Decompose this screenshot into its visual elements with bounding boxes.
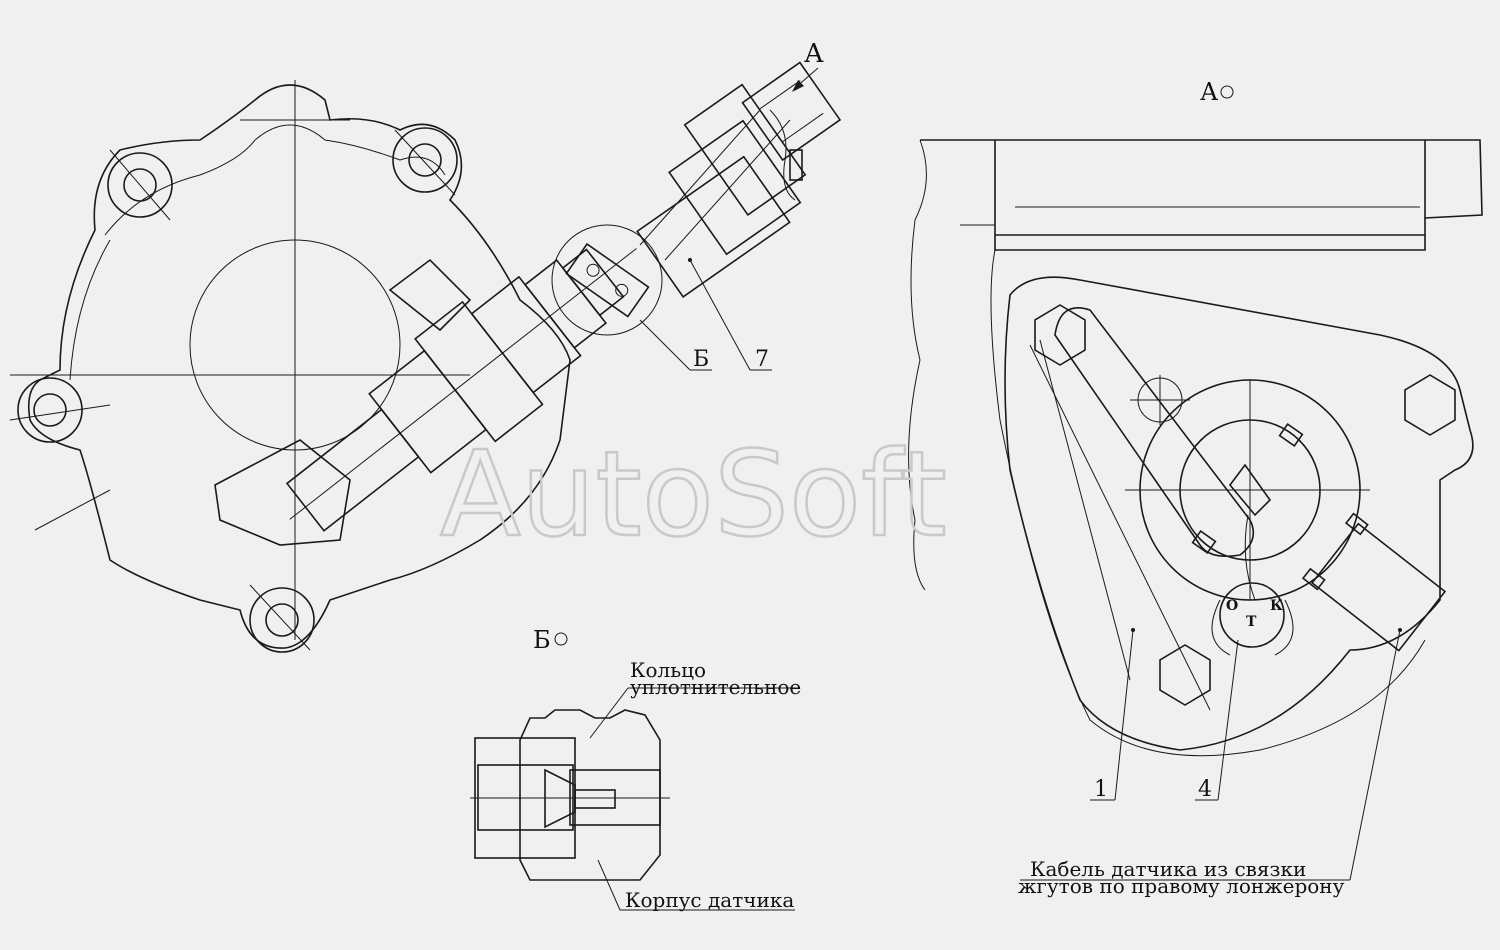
detail-b-title: Б [533,626,551,654]
view-a: А [908,78,1483,898]
body-label: Корпус датчика [625,888,794,912]
seal-letter-k: К [1270,598,1283,614]
cable-label-line1: Кабель датчика из связки [1030,857,1306,881]
detail-b-circle: Б [551,224,712,372]
seal-letter-t: Т [1246,614,1257,630]
connector-part-7 [636,61,842,298]
view-a-title: А [1200,78,1218,106]
seal-letter-o: О [1226,598,1238,614]
housing-main-view [9,80,637,653]
ring-label-line1: Кольцо [630,658,706,682]
callout-4: 4 [1198,777,1212,802]
callout-7-leader: 7 [688,258,772,372]
callout-1: 1 [1094,777,1108,802]
watermark: AutoSoft [440,425,947,563]
view-arrow-a: А [792,39,824,92]
view-arrow-label: А [804,39,824,69]
callout-7: 7 [755,347,769,372]
detail-b-view: Б Кольцо уплотнительное Корпус датчика [470,626,801,912]
callout-b: Б [693,347,709,372]
cable-label-line2: жгутов по правому лонжерону [1018,874,1345,898]
ring-label-line2: уплотнительное [630,675,801,699]
